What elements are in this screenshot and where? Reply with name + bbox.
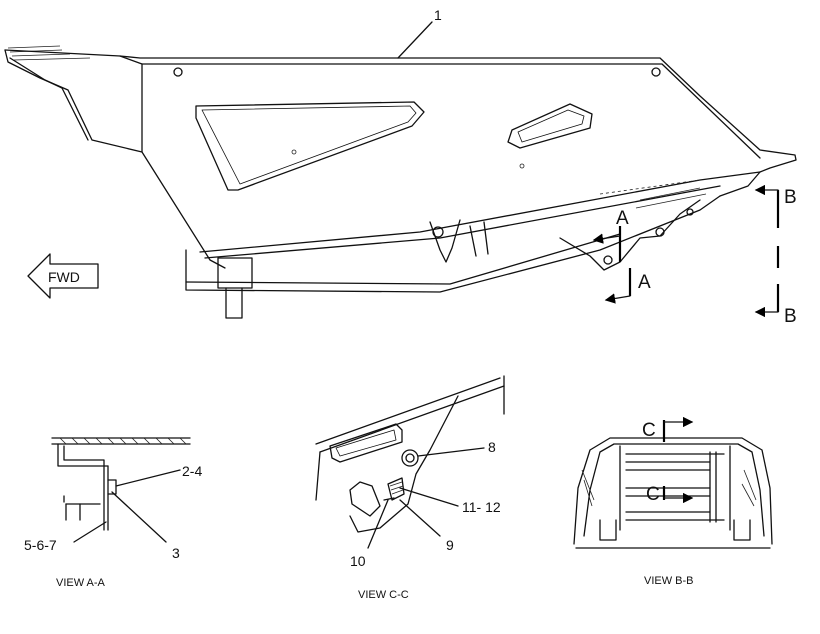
view-a-a-title: VIEW A-A	[56, 577, 106, 589]
callout-9-leader	[399, 499, 441, 537]
callout-11-12: 11- 12	[462, 499, 501, 515]
view-b-b-title: VIEW B-B	[644, 575, 694, 587]
callout-1-leader	[397, 21, 433, 59]
section-a-bottom-label: A	[638, 272, 651, 293]
callout-10-leader	[367, 499, 389, 549]
callout-8: 8	[488, 439, 496, 455]
callout-8-leader	[417, 447, 485, 457]
fwd-label: FWD	[48, 269, 80, 285]
view-a-a-drawing	[51, 437, 191, 531]
callout-3: 3	[172, 545, 180, 561]
callout-5-6-7: 5-6-7	[24, 537, 57, 553]
callout-2-4-leader	[115, 469, 181, 487]
section-a-top-label: A	[616, 208, 629, 229]
callout-9: 9	[446, 537, 454, 553]
section-c-top-label: C	[642, 420, 656, 441]
callout-10: 10	[350, 553, 366, 569]
section-b-bottom-label: B	[784, 306, 797, 327]
fender-main-view	[4, 45, 797, 319]
section-c-c-mark	[662, 416, 694, 504]
section-c-bottom-label: C	[646, 484, 660, 505]
view-c-c-drawing	[315, 375, 505, 533]
callout-3-leader	[111, 491, 167, 543]
view-c-c-title: VIEW C-C	[358, 589, 409, 601]
section-b-top-label: B	[784, 187, 797, 208]
section-b-b-mark	[754, 184, 780, 318]
view-b-b-drawing	[573, 437, 773, 549]
callout-5-6-7-leader	[73, 521, 107, 543]
callout-2-4: 2-4	[182, 463, 202, 479]
callout-11-12-leader	[399, 487, 459, 507]
fwd-arrow-icon	[27, 253, 99, 299]
callout-1: 1	[434, 7, 442, 23]
section-a-a-mark	[592, 226, 632, 304]
